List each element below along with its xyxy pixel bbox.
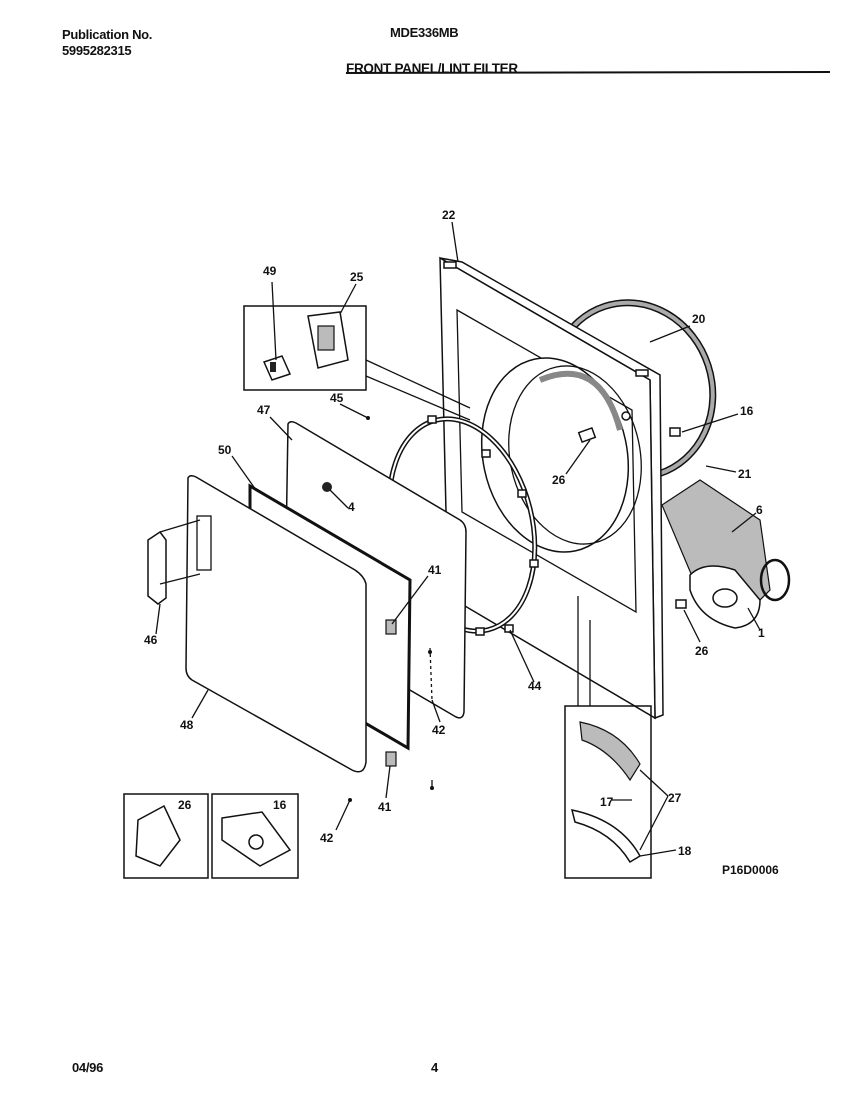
callout-27: 27 bbox=[668, 791, 682, 805]
callout-46: 46 bbox=[144, 633, 158, 647]
callout-42-lower: 42 bbox=[320, 831, 334, 845]
lint-filter-frame bbox=[570, 809, 642, 864]
callout-22: 22 bbox=[442, 208, 456, 222]
footer-date: 04/96 bbox=[72, 1060, 104, 1075]
hinge-lower bbox=[385, 751, 397, 767]
callout-42-upper: 42 bbox=[432, 723, 446, 737]
retainer-inset-box bbox=[211, 793, 299, 879]
front-panel-frame bbox=[439, 256, 687, 720]
callout-16: 16 bbox=[740, 404, 754, 418]
clip-inset-box bbox=[123, 793, 209, 879]
switch-inset-box bbox=[243, 305, 367, 391]
lint-filter-screen bbox=[579, 721, 641, 782]
publication-number: 5995282315 bbox=[62, 43, 132, 58]
footer-page-number: 4 bbox=[431, 1060, 438, 1075]
leader-switch bbox=[365, 359, 471, 409]
clip-26 bbox=[135, 804, 181, 867]
lint-duct bbox=[661, 479, 791, 629]
callout-25: 25 bbox=[350, 270, 364, 284]
model-number: MDE336MB bbox=[390, 25, 459, 40]
callout-26-right: 26 bbox=[695, 644, 709, 658]
callout-26-inset: 26 bbox=[178, 798, 192, 812]
callout-18: 18 bbox=[678, 844, 692, 858]
callout-41-upper: 41 bbox=[428, 563, 442, 577]
callout-26-center: 26 bbox=[552, 473, 566, 487]
leader-lines bbox=[155, 221, 761, 857]
callout-17: 17 bbox=[600, 795, 614, 809]
callout-50: 50 bbox=[218, 443, 232, 457]
callout-44: 44 bbox=[528, 679, 542, 693]
callout-49: 49 bbox=[263, 264, 277, 278]
callout-6: 6 bbox=[756, 503, 763, 517]
door-switch bbox=[262, 311, 349, 381]
callout-47: 47 bbox=[257, 403, 271, 417]
header-rule bbox=[345, 71, 831, 74]
callout-21: 21 bbox=[738, 467, 752, 481]
callout-45: 45 bbox=[330, 391, 344, 405]
callout-41-lower: 41 bbox=[378, 800, 392, 814]
callout-16-inset: 16 bbox=[273, 798, 287, 812]
door-handle bbox=[147, 519, 201, 605]
publication-label: Publication No. bbox=[62, 27, 153, 42]
callout-1: 1 bbox=[758, 626, 765, 640]
lint-filter-inset-box bbox=[564, 705, 652, 879]
callout-48: 48 bbox=[180, 718, 194, 732]
hinge-upper bbox=[385, 619, 397, 635]
figure-id: P16D0006 bbox=[722, 863, 779, 877]
callout-4: 4 bbox=[348, 500, 355, 514]
outer-door bbox=[185, 474, 367, 773]
callout-20: 20 bbox=[692, 312, 706, 326]
